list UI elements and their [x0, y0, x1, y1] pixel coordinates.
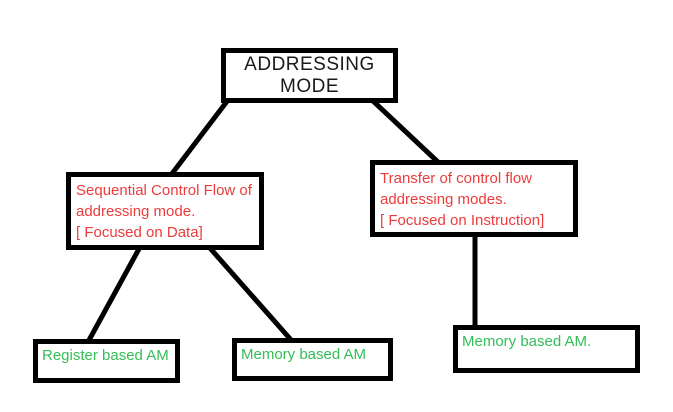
- node-register-based-am-label: Register based AM: [42, 347, 169, 364]
- edge-sequential-to-register: [85, 245, 143, 344]
- node-memory-based-am-instruction-label: Memory based AM.: [462, 333, 592, 350]
- node-transfer-line3: [ Focused on Instruction]: [380, 212, 545, 229]
- node-addressing-mode: ADDRESSING MODE: [221, 48, 398, 103]
- node-transfer-line1: Transfer of control flow: [380, 170, 532, 187]
- node-memory-based-am-instruction: Memory based AM.: [453, 325, 640, 373]
- node-sequential-line2: addressing mode.: [76, 203, 196, 220]
- node-memory-based-am-data-label: Memory based AM: [241, 346, 367, 363]
- node-transfer-line2: addressing modes.: [380, 191, 507, 208]
- node-sequential-line3: [ Focused on Data]: [76, 224, 203, 241]
- node-addressing-mode-line1: ADDRESSING: [244, 54, 375, 75]
- node-memory-based-am-data: Memory based AM: [232, 338, 393, 381]
- node-register-based-am: Register based AM: [33, 339, 180, 383]
- edge-root-to-sequential: [169, 98, 230, 177]
- edge-sequential-to-memory: [207, 245, 294, 343]
- node-transfer-control-flow: Transfer of control flow addressing mode…: [370, 160, 578, 237]
- node-sequential-line1: Sequential Control Flow of: [76, 182, 252, 199]
- edge-root-to-transfer: [370, 98, 441, 165]
- node-sequential-control-flow: Sequential Control Flow of addressing mo…: [66, 172, 264, 250]
- node-addressing-mode-line2: MODE: [280, 76, 339, 97]
